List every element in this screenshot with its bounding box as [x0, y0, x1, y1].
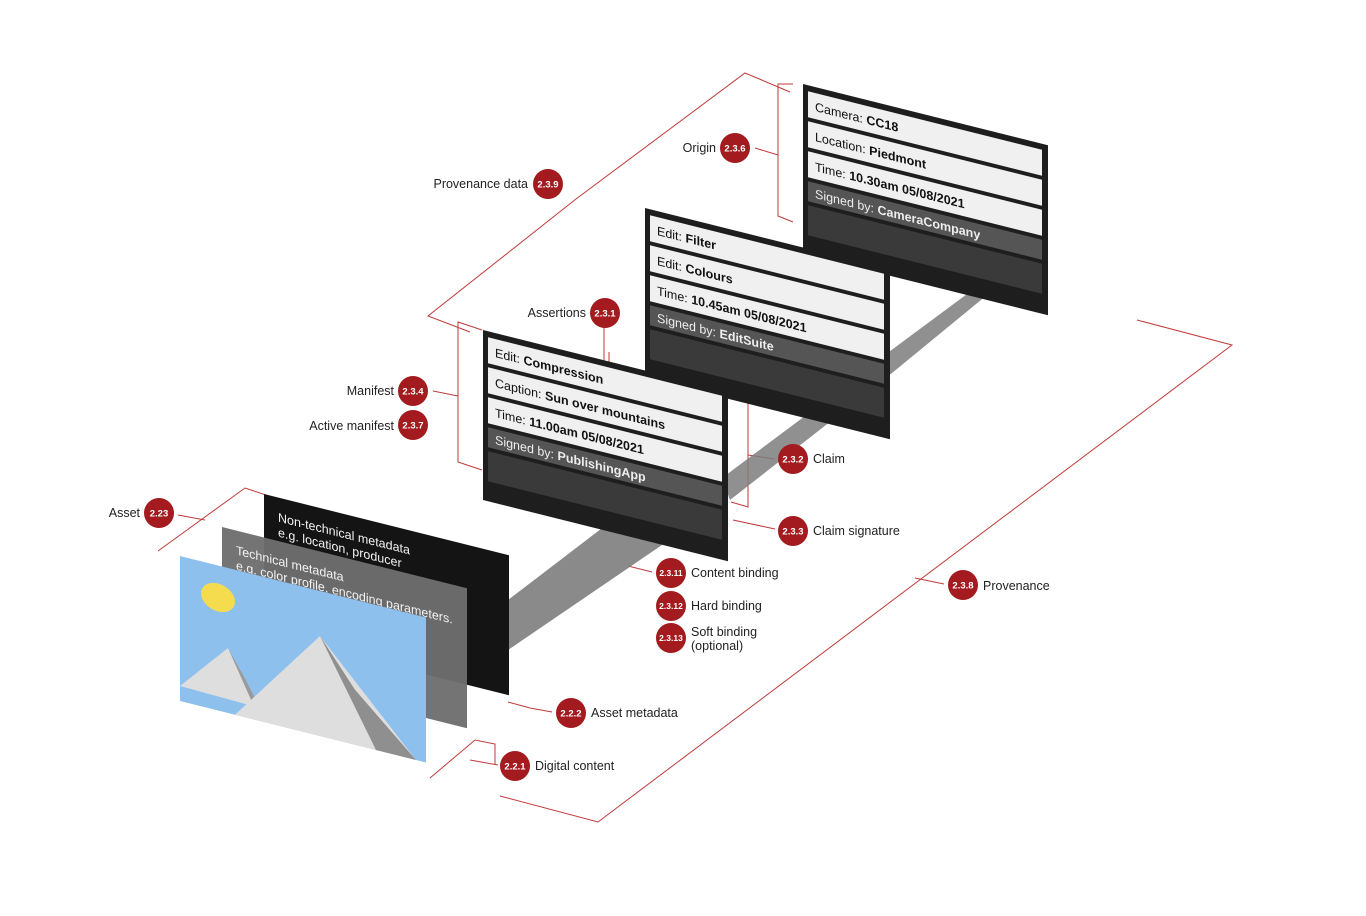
soft-binding-label: Soft binding	[691, 625, 757, 639]
assertions-badge	[590, 298, 620, 328]
asset-badge-number: 2.23	[150, 509, 169, 520]
label-hard-binding: 2.3.12 Hard binding	[656, 591, 762, 621]
asset-badge	[144, 498, 174, 528]
manifest-panel-publishing: Edit: Compression Caption: Sun over moun…	[483, 330, 728, 562]
panel-row	[808, 91, 1042, 176]
provenance-data-bracket	[575, 72, 791, 200]
label-assertions: Assertions 2.3.1	[528, 298, 620, 328]
asset-metadata-badge	[556, 698, 586, 728]
claim-signature-badge-number: 2.3.3	[782, 527, 803, 538]
manifest-panel-editsuite: Edit: Filter Edit: Colours Time: 10.45am…	[645, 208, 890, 440]
manifest-bracket	[457, 321, 483, 471]
origin-label: Origin	[683, 141, 716, 155]
manifest-badge-number: 2.3.4	[402, 387, 424, 398]
claim-signature-label: Claim signature	[813, 524, 900, 538]
label-provenance-data: Provenance data 2.3.9	[433, 169, 563, 199]
content-binding-badge	[656, 558, 686, 588]
label-content-binding: 2.3.11 Content binding	[656, 558, 779, 588]
digital-content-bracket	[429, 739, 496, 779]
label-soft-binding: 2.3.13 Soft binding (optional)	[656, 623, 757, 653]
label-provenance: 2.3.8 Provenance	[948, 570, 1050, 600]
origin-leader	[754, 147, 779, 156]
hard-binding-badge	[656, 591, 686, 621]
manifest-label: Manifest	[347, 384, 395, 398]
asset-leader	[177, 514, 206, 521]
panel-row	[488, 337, 722, 422]
sun-icon	[201, 582, 235, 613]
soft-binding-badge	[656, 623, 686, 653]
panel-row	[808, 151, 1042, 236]
active-manifest-label: Active manifest	[309, 419, 394, 433]
manifest-leader	[432, 390, 459, 397]
panel-base	[808, 205, 1042, 294]
panel-base	[488, 451, 722, 540]
active-manifest-badge	[398, 410, 428, 440]
hard-binding-badge-number: 2.3.12	[659, 601, 683, 611]
assertions-badge-number: 2.3.1	[594, 309, 616, 320]
manifest-panel-origin: Camera: CC18 Location: Piedmont Time: 10…	[803, 84, 1048, 316]
panel-row	[650, 215, 884, 300]
signed-bar	[650, 305, 884, 384]
asset-metadata-bracket	[507, 701, 553, 713]
digital-content-leader	[469, 759, 499, 766]
soft-binding-badge-number: 2.3.13	[659, 633, 683, 643]
label-claim: 2.3.2 Claim	[778, 444, 845, 474]
active-manifest-badge-number: 2.3.7	[402, 421, 423, 432]
claim-label: Claim	[813, 452, 845, 466]
content-binding-label: Content binding	[691, 566, 779, 580]
asset-metadata-badge-number: 2.2.2	[560, 709, 581, 720]
claim-badge	[778, 444, 808, 474]
provenance-label: Provenance	[983, 579, 1050, 593]
hard-binding-label: Hard binding	[691, 599, 762, 613]
provenance-data-badge-number: 2.3.9	[537, 180, 558, 191]
mountain-small	[180, 648, 260, 708]
panel-row	[650, 275, 884, 360]
origin-badge-number: 2.3.6	[724, 144, 745, 155]
signed-bar	[488, 427, 722, 506]
provenance-data-label: Provenance data	[433, 177, 528, 191]
digital-content-label: Digital content	[535, 759, 615, 773]
label-asset-metadata: 2.2.2 Asset metadata	[556, 698, 678, 728]
provenance-leader	[914, 577, 945, 585]
soft-binding-label-2: (optional)	[691, 639, 743, 653]
provenance-badge	[948, 570, 978, 600]
provenance-data-badge	[533, 169, 563, 199]
panel-row	[488, 397, 722, 482]
assertions-label: Assertions	[528, 306, 586, 320]
label-digital-content: 2.2.1 Digital content	[500, 751, 615, 781]
provenance-data-bracket-lower	[426, 198, 577, 333]
panel-row	[808, 121, 1042, 206]
provenance-badge-number: 2.3.8	[952, 581, 973, 592]
panel-row	[650, 245, 884, 330]
content-binding-leader	[627, 565, 653, 573]
label-origin: Origin 2.3.6	[683, 133, 750, 163]
content-binding-badge-number: 2.3.11	[659, 568, 682, 578]
signed-bar	[808, 181, 1042, 260]
panel-row	[488, 367, 722, 452]
panel-base	[650, 329, 884, 418]
mountain-small-shadow	[228, 648, 260, 708]
provenance-bracket	[499, 319, 1234, 823]
asset-label: Asset	[109, 506, 141, 520]
claim-badge-number: 2.3.2	[782, 455, 803, 466]
label-asset: Asset 2.23	[109, 498, 174, 528]
digital-content-badge-number: 2.2.1	[504, 762, 526, 773]
origin-badge	[720, 133, 750, 163]
digital-content-badge	[500, 751, 530, 781]
claim-signature-badge	[778, 516, 808, 546]
origin-bracket	[777, 83, 794, 223]
claim-signature-leader	[732, 519, 776, 530]
label-claim-signature: 2.3.3 Claim signature	[778, 516, 900, 546]
asset-metadata-label: Asset metadata	[591, 706, 678, 720]
digital-content-image	[180, 556, 426, 763]
label-manifest: Manifest 2.3.4	[347, 376, 428, 406]
manifest-badge	[398, 376, 428, 406]
label-active-manifest: Active manifest 2.3.7	[309, 410, 428, 440]
